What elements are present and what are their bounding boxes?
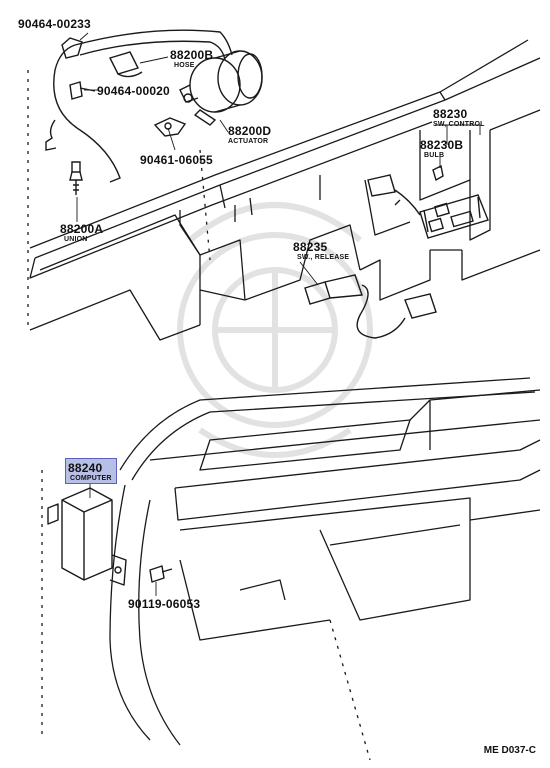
part-description-label: ACTUATOR	[228, 138, 269, 145]
part-description-label: SW, CONTROL	[433, 121, 485, 128]
part-number-label[interactable]: 88230	[433, 107, 468, 121]
lower-dashboard	[41, 377, 541, 761]
part-number-label[interactable]: 88200D	[228, 124, 272, 138]
release-switch-assembly	[299, 261, 437, 339]
part-number-label[interactable]: 88200A	[60, 222, 104, 236]
watermark-emblem	[177, 202, 373, 458]
highlighted-part-number[interactable]: 88240	[68, 461, 103, 475]
highlighted-part-box	[65, 458, 117, 484]
part-number-label[interactable]: 88200B	[170, 48, 214, 62]
part-number-label[interactable]: 90461-06055	[140, 153, 213, 167]
part-description-label: BULB	[424, 152, 445, 159]
part-description-label: HOSE	[174, 62, 195, 69]
part-description-label: SW., RELEASE	[297, 254, 350, 261]
part-description-label: UNION	[64, 236, 88, 243]
computer-module	[47, 484, 173, 596]
part-number-label[interactable]: 90464-00233	[18, 17, 91, 31]
upper-dashboard	[27, 39, 541, 341]
control-switch-assembly	[367, 124, 489, 239]
part-number-label[interactable]: 90464-00020	[97, 84, 170, 98]
part-number-label[interactable]: 88230B	[420, 138, 464, 152]
part-description-label: COMPUTER	[70, 475, 112, 482]
actuator-assembly	[45, 29, 263, 222]
part-number-label[interactable]: 90119-06053	[128, 597, 201, 611]
diagram-code: ME D037-C	[483, 745, 536, 756]
part-number-label[interactable]: 88235	[293, 240, 328, 254]
